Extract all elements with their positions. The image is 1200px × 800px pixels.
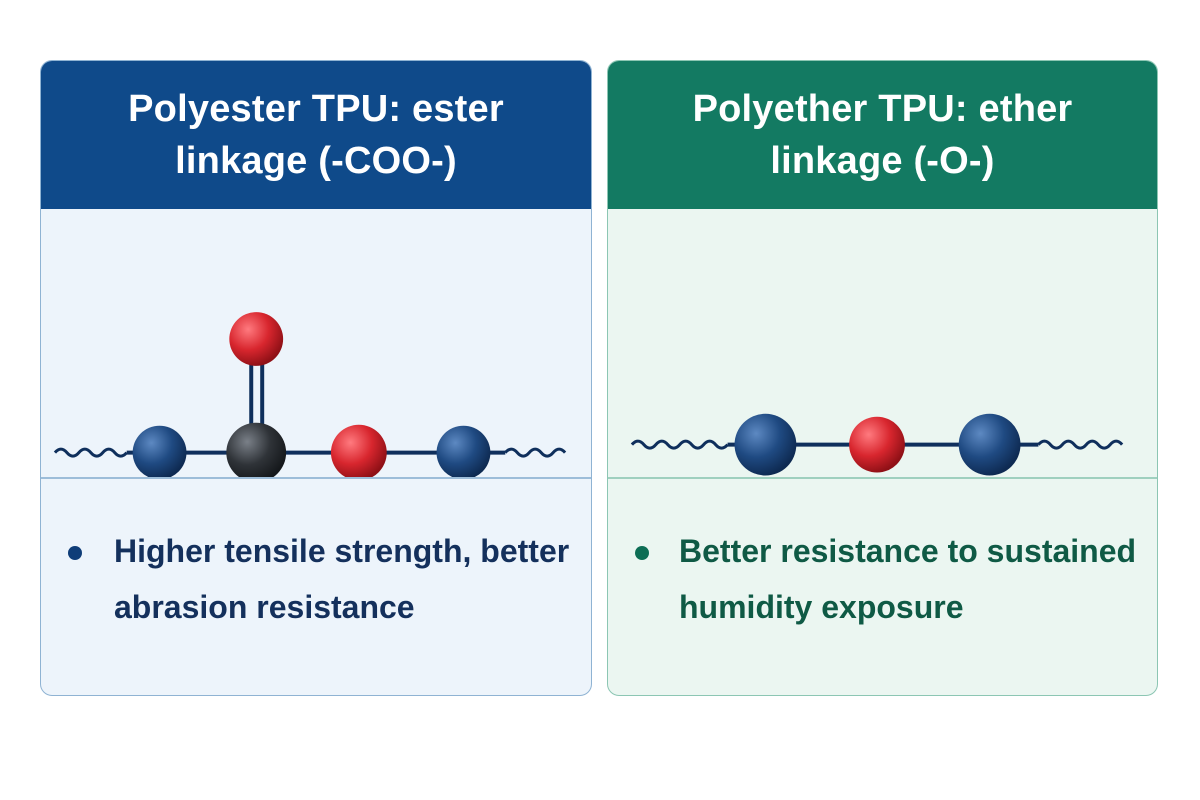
carbon-atom — [436, 425, 491, 477]
polyether-panel: Polyether TPU: ether linkage (-O-) Bette… — [607, 60, 1158, 696]
section-divider — [41, 477, 591, 479]
carbonyl-carbon-atom — [226, 422, 287, 477]
section-divider — [608, 477, 1157, 479]
ether-oxygen-atom — [849, 416, 905, 473]
polyether-bullet: Better resistance to sustained humidity … — [608, 523, 1157, 635]
left-chain-wave — [53, 447, 128, 458]
left-chain-wave — [630, 439, 729, 450]
polyether-header: Polyether TPU: ether linkage (-O-) — [608, 61, 1157, 209]
polyester-panel: Polyester TPU: ester linkage (-COO-) — [40, 60, 592, 696]
carbon-atom — [734, 413, 797, 476]
polyether-title: Polyether TPU: ether linkage (-O-) — [692, 88, 1073, 182]
carbonyl-oxygen-atom — [229, 312, 284, 366]
polyester-title: Polyester TPU: ester linkage (-COO-) — [128, 88, 504, 182]
right-chain-wave — [1037, 439, 1124, 450]
polyester-bullet: Higher tensile strength, better abrasion… — [41, 523, 591, 635]
carbon-atom — [132, 425, 187, 477]
polyether-bullet-text: Better resistance to sustained humidity … — [679, 533, 1137, 625]
polyester-bullet-text: Higher tensile strength, better abrasion… — [114, 533, 570, 625]
ether-linkage-diagram — [630, 413, 1124, 476]
ester-oxygen-atom — [330, 424, 387, 477]
carbon-atom — [958, 413, 1021, 476]
polyester-header: Polyester TPU: ester linkage (-COO-) — [41, 61, 591, 209]
ester-linkage-diagram — [53, 312, 567, 477]
bullet-dot-icon — [68, 546, 82, 560]
bullet-dot-icon — [635, 546, 649, 560]
right-chain-wave — [504, 447, 567, 458]
